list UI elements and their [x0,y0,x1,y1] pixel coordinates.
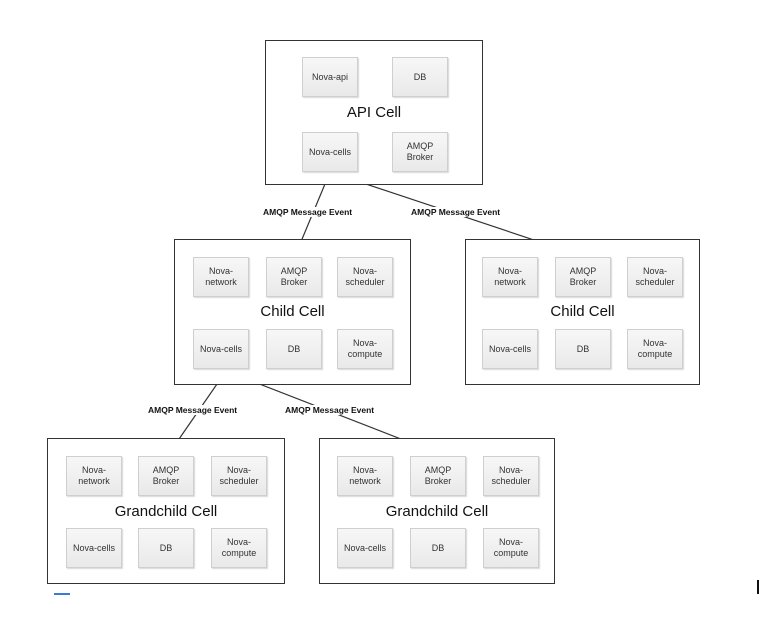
node-nova-cells: Nova-cells [302,132,358,172]
edge-label-child1-to-grand2: AMQP Message Event [284,405,376,415]
text-cursor-mark [757,580,759,594]
node-nova-cells: Nova-cells [66,528,122,568]
node-nova-cells: Nova-cells [482,329,538,369]
child-cell-title: Child Cell [260,303,325,320]
node-nova-compute: Nova- compute [337,329,393,369]
node-db: DB [392,57,448,97]
node-db: DB [138,528,194,568]
api-cell: Nova-api DB API Cell Nova-cells AMQP Bro… [265,40,483,185]
node-nova-scheduler: Nova- scheduler [337,257,393,297]
node-nova-scheduler: Nova- scheduler [483,456,539,496]
child-cell-2: Nova- network AMQP Broker Nova- schedule… [465,239,700,385]
child-cell-1: Nova- network AMQP Broker Nova- schedule… [174,239,411,385]
node-db: DB [555,329,611,369]
node-nova-scheduler: Nova- scheduler [211,456,267,496]
node-db: DB [266,329,322,369]
grandchild-cell-1: Nova- network AMQP Broker Nova- schedule… [47,438,285,584]
grandchild-cell-title: Grandchild Cell [114,503,218,520]
child-cell-title: Child Cell [550,303,615,320]
node-amqp-broker: AMQP Broker [392,132,448,172]
edge-label-api-to-child1: AMQP Message Event [262,207,354,217]
node-nova-scheduler: Nova- scheduler [627,257,683,297]
node-nova-compute: Nova- compute [627,329,683,369]
node-db: DB [410,528,466,568]
node-nova-cells: Nova-cells [193,329,249,369]
grandchild-cell-title: Grandchild Cell [385,503,489,520]
node-nova-network: Nova- network [66,456,122,496]
node-amqp-broker: AMQP Broker [266,257,322,297]
node-nova-network: Nova- network [482,257,538,297]
grandchild-cell-2: Nova- network AMQP Broker Nova- schedule… [319,438,555,584]
edge-label-api-to-child2: AMQP Message Event [410,207,502,217]
node-nova-api: Nova-api [302,57,358,97]
edge-label-child1-to-grand1: AMQP Message Event [147,405,239,415]
node-amqp-broker: AMQP Broker [410,456,466,496]
node-nova-network: Nova- network [337,456,393,496]
blue-underline-mark [54,593,70,595]
node-nova-compute: Nova- compute [483,528,539,568]
node-nova-compute: Nova- compute [211,528,267,568]
node-nova-network: Nova- network [193,257,249,297]
node-amqp-broker: AMQP Broker [138,456,194,496]
node-amqp-broker: AMQP Broker [555,257,611,297]
api-cell-title: API Cell [346,104,402,121]
node-nova-cells: Nova-cells [337,528,393,568]
